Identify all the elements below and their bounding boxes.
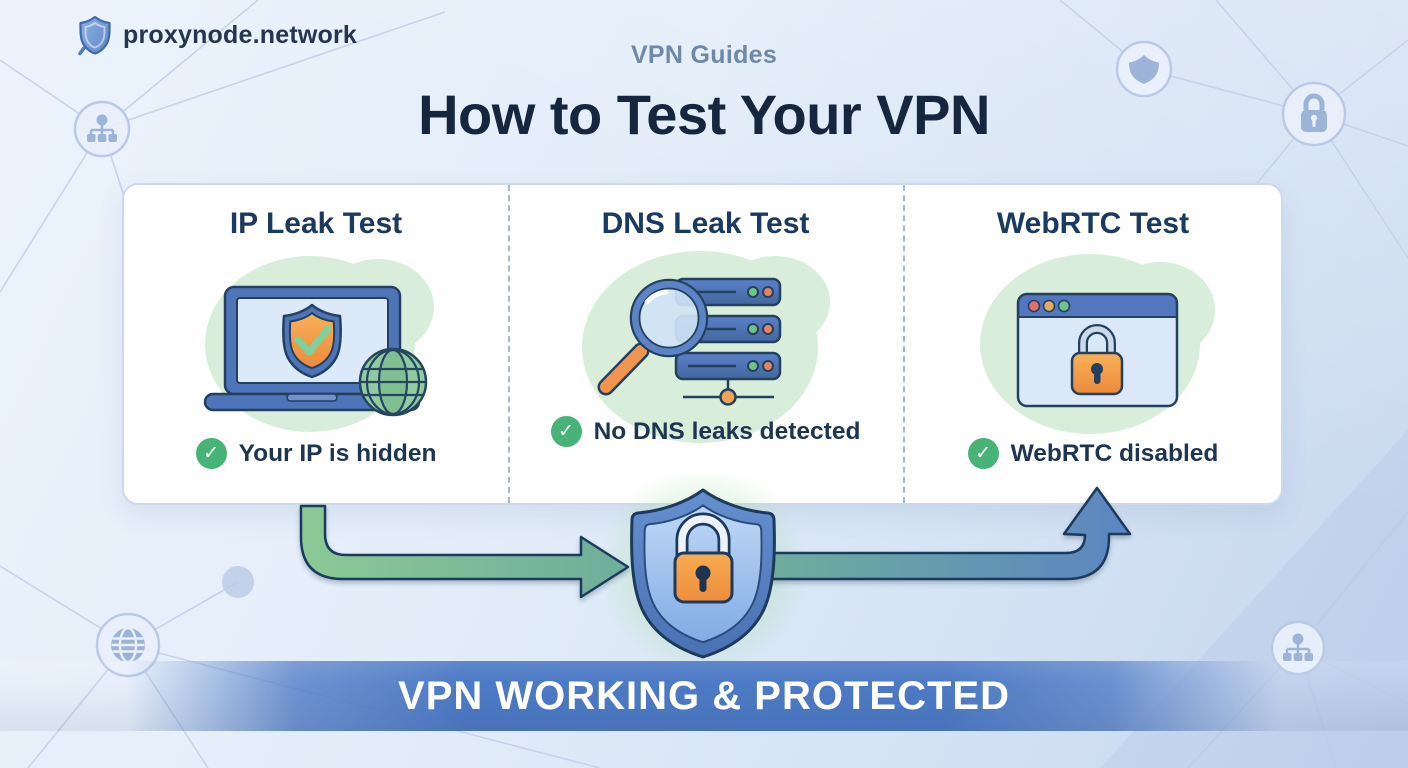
panel-divider <box>508 185 510 503</box>
panel-title-webrtc: WebRTC Test <box>996 207 1190 240</box>
shield-lock-icon <box>630 488 776 659</box>
status-webrtc: ✓ WebRTC disabled <box>903 438 1283 469</box>
status-label: No DNS leaks detected <box>593 417 861 445</box>
padlock-icon <box>1070 324 1124 396</box>
lock-icon <box>1281 81 1347 147</box>
globe-grid-icon <box>358 347 428 417</box>
panel-title-dns-leak: DNS Leak Test <box>601 207 810 240</box>
shield-icon <box>1115 40 1173 98</box>
result-banner-label: VPN WORKING & PROTECTED <box>398 674 1010 718</box>
shield-magnifier-icon <box>78 15 111 56</box>
page-title: How to Test Your VPN <box>418 83 990 146</box>
arrow-from-shield-to-webrtc-test <box>770 486 1132 581</box>
panel-title-ip-leak: IP Leak Test <box>229 207 403 240</box>
arrow-from-ip-test-to-shield <box>299 504 630 599</box>
check-circle-icon: ✓ <box>967 438 999 469</box>
browser-padlock-icon <box>980 254 1215 434</box>
magnifier-icon <box>597 278 709 396</box>
check-circle-icon: ✓ <box>550 416 582 447</box>
status-label: Your IP is hidden <box>238 439 437 467</box>
shield-check-icon <box>281 303 343 379</box>
network-node-dot <box>719 388 737 406</box>
status-ip-leak: ✓ Your IP is hidden <box>124 438 508 469</box>
check-circle-icon: ✓ <box>195 438 227 469</box>
flow-arrows <box>299 476 1132 675</box>
mesh-node-dot <box>1369 465 1379 475</box>
browser-window-icon <box>1016 292 1179 408</box>
mesh-node-dot <box>222 566 254 598</box>
tests-card: IP Leak Test DNS Leak Test WebRTC Test <box>122 183 1283 505</box>
eyebrow-label: VPN Guides <box>630 41 778 69</box>
network-tree-icon <box>73 100 131 158</box>
brand-logo: proxynode.network <box>78 15 357 56</box>
result-banner: VPN WORKING & PROTECTED <box>0 661 1408 731</box>
panel-divider <box>903 185 905 503</box>
brand-name: proxynode.network <box>123 21 357 49</box>
globe-icon <box>95 612 161 678</box>
status-dns-leak: ✓ No DNS leaks detected <box>508 416 903 447</box>
laptop-shield-globe-icon <box>203 256 434 432</box>
magnifier-server-stack-icon <box>582 251 830 443</box>
status-label: WebRTC disabled <box>1010 439 1219 467</box>
